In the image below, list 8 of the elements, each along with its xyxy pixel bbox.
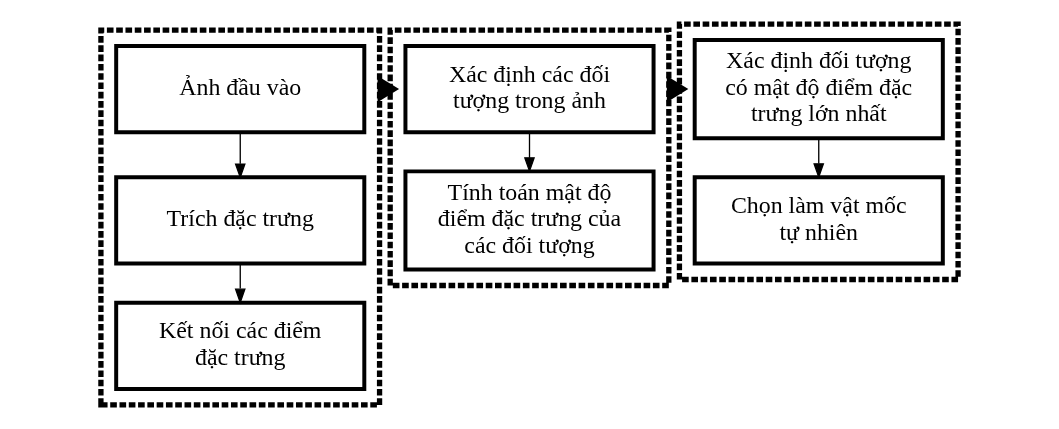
node-box: Xác định đối tượng có mật độ điểm đặc trưng lớn nhất bbox=[692, 38, 945, 141]
node-box: Xác định các đối tượng trong ảnh bbox=[403, 44, 656, 135]
node-box: Kết nối các điểm đặc trưng bbox=[114, 300, 367, 391]
cluster bbox=[676, 21, 961, 283]
node-box: Ảnh đầu vào bbox=[114, 44, 367, 135]
node-box: Trích đặc trưng bbox=[114, 175, 367, 266]
node-box: Chọn làm vật mốc tự nhiên bbox=[692, 175, 945, 266]
node-box: Tính toán mật độ điểm đặc trưng của các đối tượng bbox=[403, 169, 656, 272]
